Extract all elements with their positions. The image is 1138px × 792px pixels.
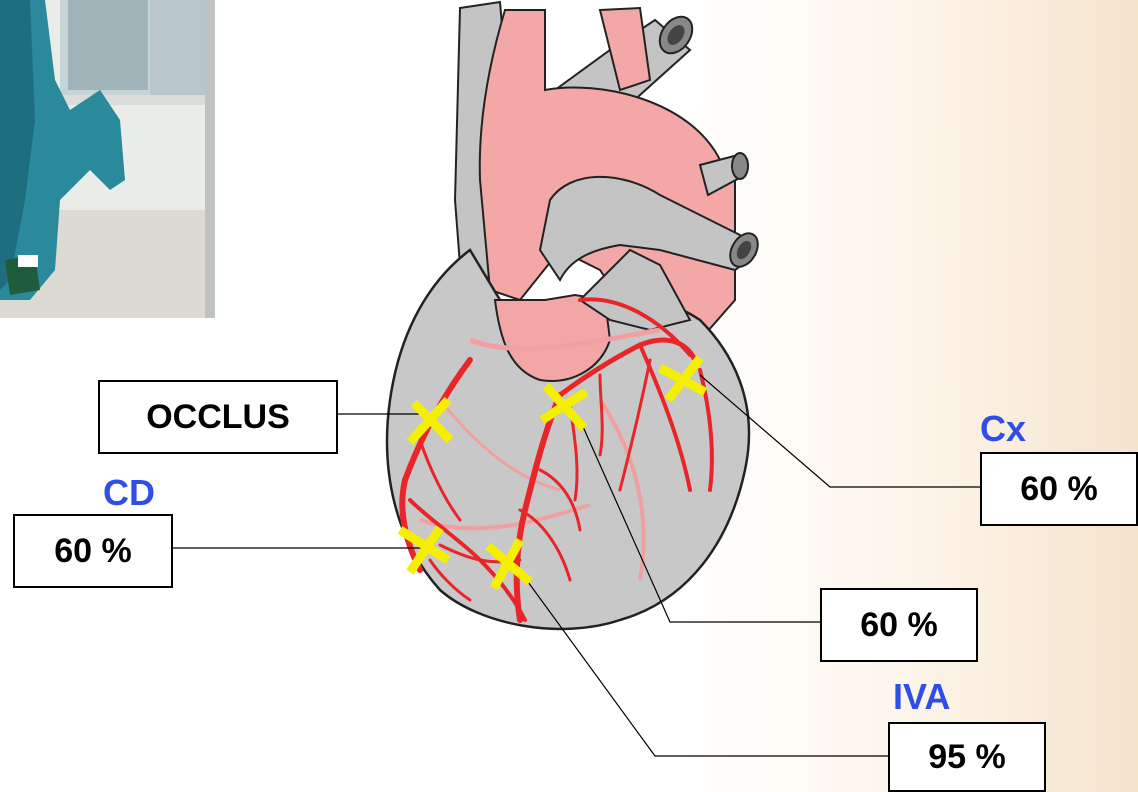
- mid-stenosis-value-box: 60 %: [820, 588, 978, 662]
- iva-vessel-label: IVA: [893, 676, 950, 718]
- cd-vessel-label: CD: [103, 472, 155, 514]
- cd-value-box: 60 %: [13, 514, 173, 588]
- cx-value-box: 60 %: [980, 452, 1138, 526]
- cx-vessel-label: Cx: [980, 408, 1026, 450]
- heart-illustration: [387, 2, 763, 629]
- occlus-label-box: OCCLUS: [98, 380, 338, 454]
- iva-value-box: 95 %: [888, 722, 1046, 792]
